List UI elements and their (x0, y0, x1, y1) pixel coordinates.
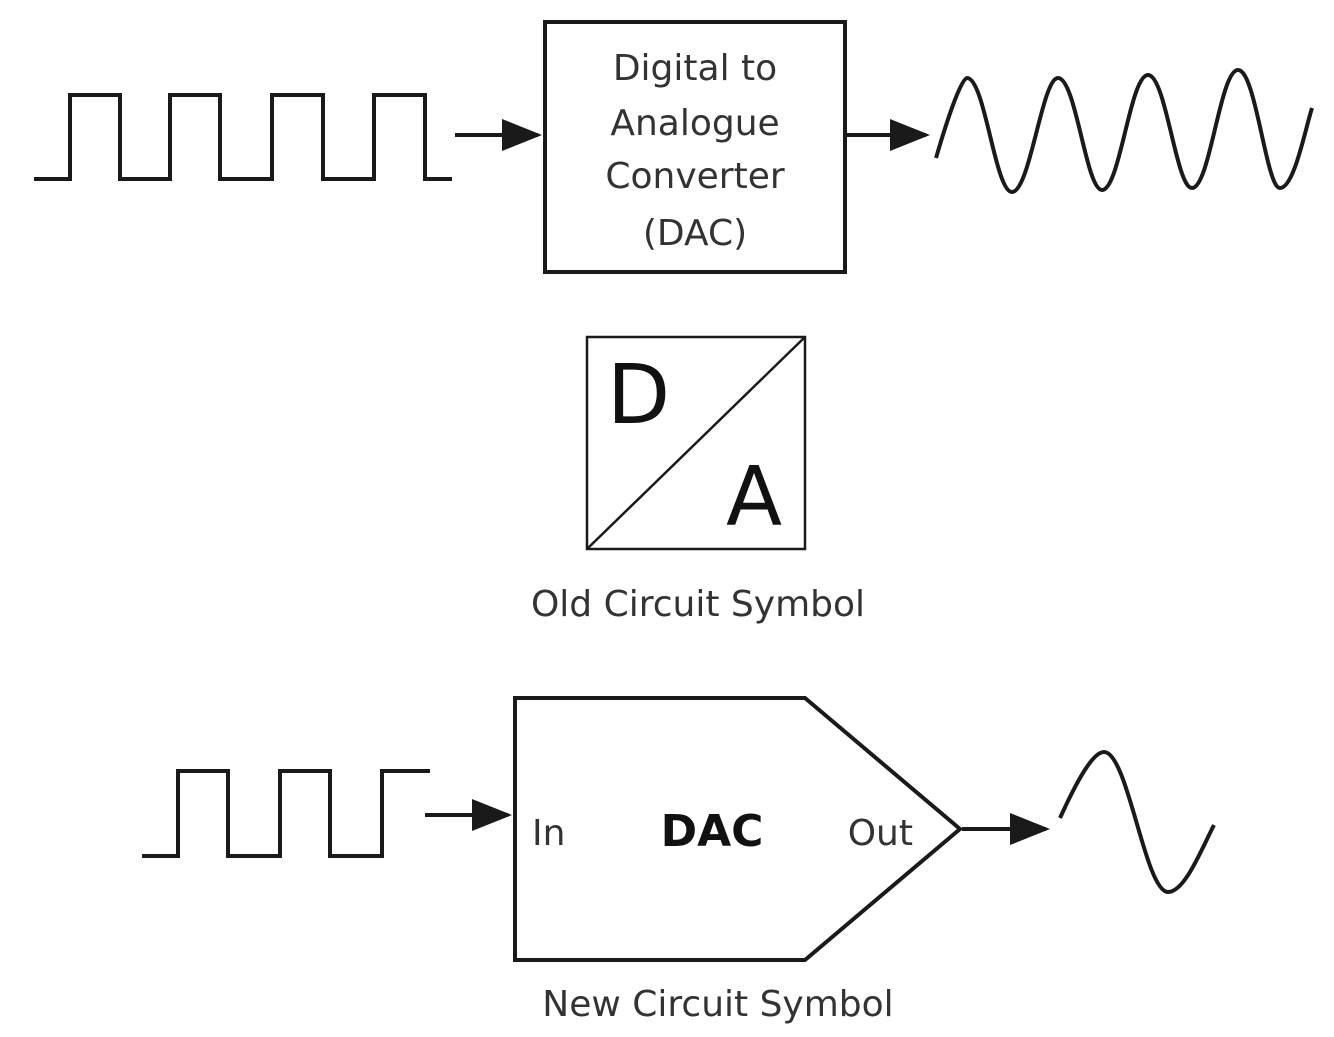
top-dac-box (543, 20, 847, 274)
new-symbol-output-label: Out (848, 813, 913, 854)
bottom-analogue-sine-wave (1058, 749, 1216, 895)
top-dac-box-line-1: Digital to (613, 48, 777, 89)
top-analogue-sine-wave (934, 67, 1314, 195)
new-symbol-pentagon (513, 696, 964, 962)
bottom-digital-square-wave (142, 769, 430, 858)
top-dac-box-line-3: Converter (605, 156, 784, 197)
top-dac-box-line-4: (DAC) (643, 213, 747, 254)
new-symbol-center-label: DAC (661, 806, 764, 857)
new-symbol-input-label: In (532, 813, 565, 854)
old-symbol-diagonal (586, 336, 806, 550)
old-symbol-letter-d: D (607, 348, 670, 443)
top-digital-square-wave (34, 93, 452, 181)
old-symbol-caption: Old Circuit Symbol (531, 584, 865, 625)
old-symbol-box (585, 335, 807, 551)
old-symbol-letter-a: A (726, 450, 782, 545)
new-symbol-caption: New Circuit Symbol (542, 984, 893, 1025)
top-dac-box-line-2: Analogue (610, 103, 779, 144)
